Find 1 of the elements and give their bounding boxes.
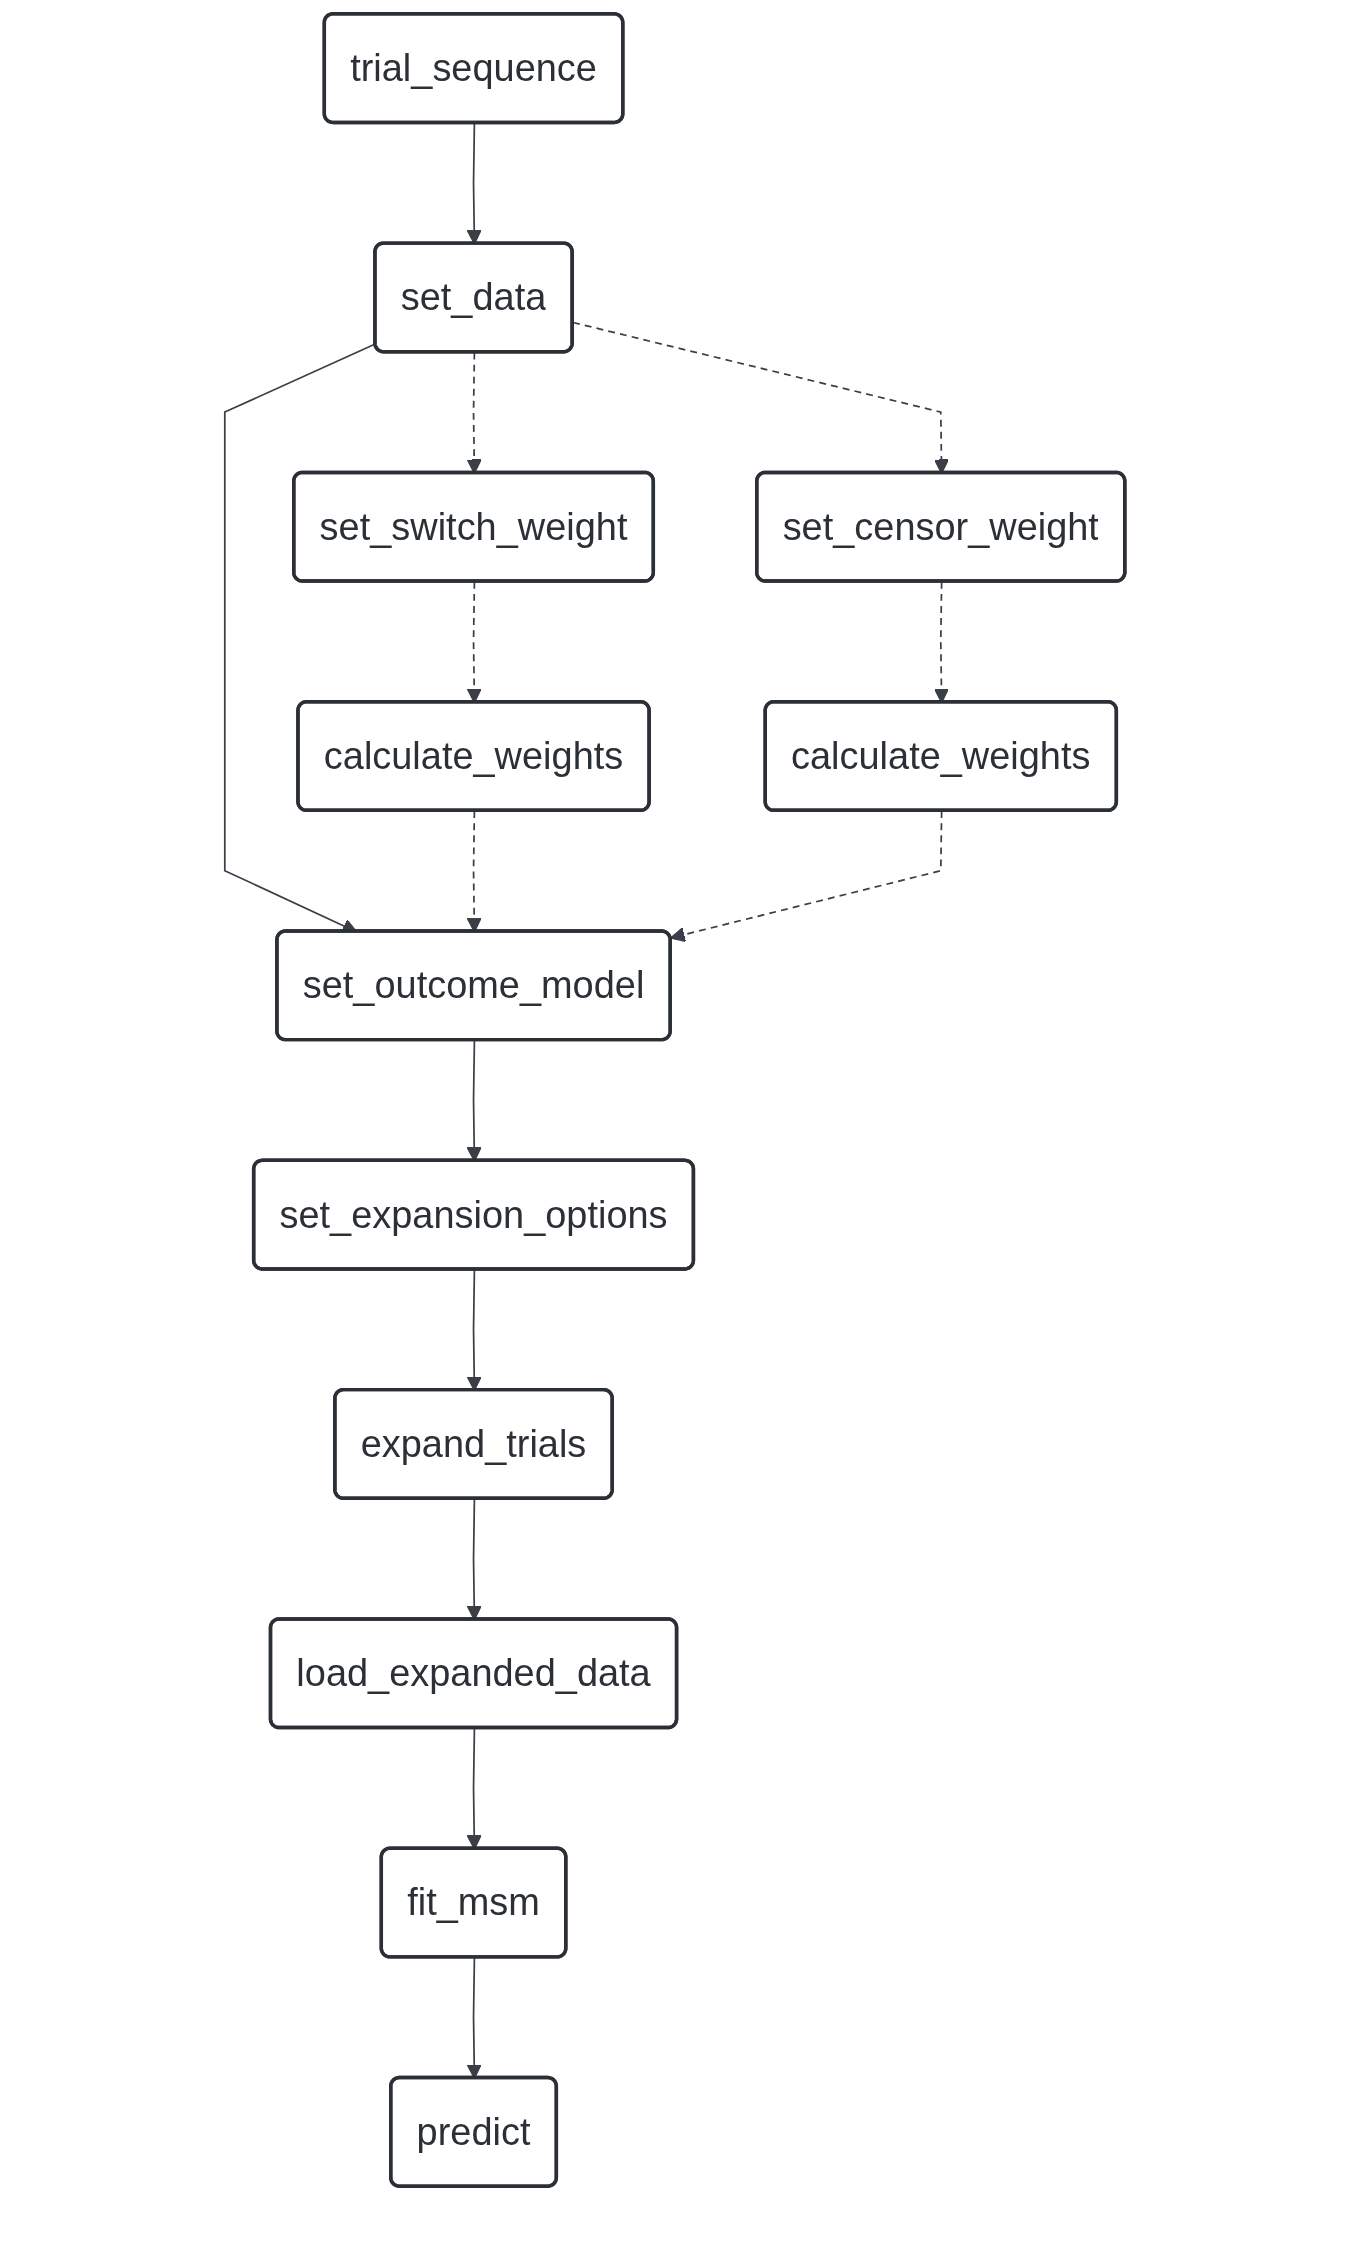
arrow <box>670 810 943 943</box>
